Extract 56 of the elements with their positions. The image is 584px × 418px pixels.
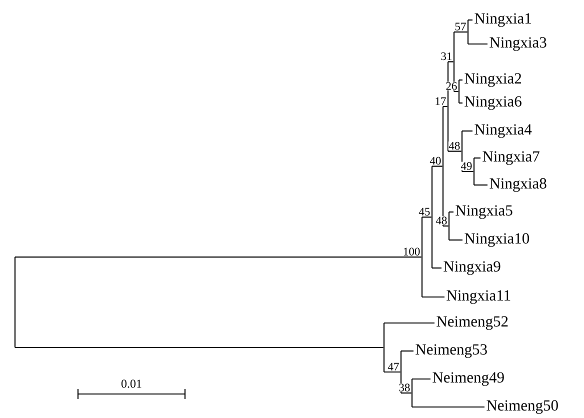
bootstrap-value: 40 xyxy=(429,156,442,166)
branch-line xyxy=(15,346,384,348)
taxon-label: Ningxia2 xyxy=(464,73,522,87)
branch-line xyxy=(449,239,462,241)
branch-line xyxy=(422,296,444,298)
branch-line xyxy=(384,371,400,373)
branch-line xyxy=(474,157,480,159)
taxon-label: Neimeng53 xyxy=(416,344,487,358)
branch-line xyxy=(448,150,462,152)
taxon-label: Ningxia3 xyxy=(490,37,546,51)
branch-line xyxy=(15,256,422,258)
taxon-label: Ningxia8 xyxy=(490,178,546,192)
taxon-label: Ningxia10 xyxy=(464,233,530,247)
bootstrap-value: 26 xyxy=(445,82,458,90)
branch-line xyxy=(462,130,472,132)
branch-line xyxy=(454,90,458,92)
taxon-label: Ningxia6 xyxy=(464,96,522,110)
branch-line xyxy=(401,350,414,352)
bootstrap-value: 31 xyxy=(440,52,453,61)
taxon-label: Neimeng52 xyxy=(436,316,508,330)
bootstrap-value: 48 xyxy=(435,216,448,225)
branch-line xyxy=(468,43,488,45)
taxon-label: Ningxia7 xyxy=(482,151,540,165)
bootstrap-value: 49 xyxy=(460,162,473,170)
taxon-label: Ningxia1 xyxy=(474,13,531,27)
bootstrap-value: 47 xyxy=(387,362,400,371)
taxon-label: Neimeng49 xyxy=(432,372,504,386)
branch-line xyxy=(412,378,430,380)
branch-line xyxy=(468,19,472,21)
branch-line xyxy=(448,61,454,62)
branch-line xyxy=(384,322,434,324)
taxon-label: Ningxia11 xyxy=(446,290,510,304)
branch-line xyxy=(432,267,442,269)
branch-line xyxy=(401,392,412,394)
bootstrap-value: 45 xyxy=(418,207,431,216)
branch-line xyxy=(432,166,442,167)
taxon-label: Ningxia5 xyxy=(456,205,512,219)
branch-line xyxy=(459,102,462,104)
branch-line xyxy=(474,184,488,186)
branch-line xyxy=(443,225,448,227)
bootstrap-value: 100 xyxy=(402,247,421,256)
taxon-label: Ningxia4 xyxy=(474,124,532,138)
bootstrap-value: 38 xyxy=(398,383,411,392)
taxon-label: Ningxia9 xyxy=(444,261,500,275)
scale-label: 0.01 xyxy=(121,380,142,388)
bootstrap-value: 17 xyxy=(434,96,447,106)
branch-line xyxy=(443,106,448,108)
branch-line xyxy=(449,211,454,213)
taxon-label: Neimeng50 xyxy=(486,400,558,414)
branch-line xyxy=(462,170,474,172)
bootstrap-value: 57 xyxy=(454,22,467,31)
branch-line xyxy=(412,406,484,408)
branch-line xyxy=(459,79,462,81)
bootstrap-value: 48 xyxy=(448,142,461,150)
branch-line xyxy=(422,216,432,218)
branch-line xyxy=(454,31,468,33)
